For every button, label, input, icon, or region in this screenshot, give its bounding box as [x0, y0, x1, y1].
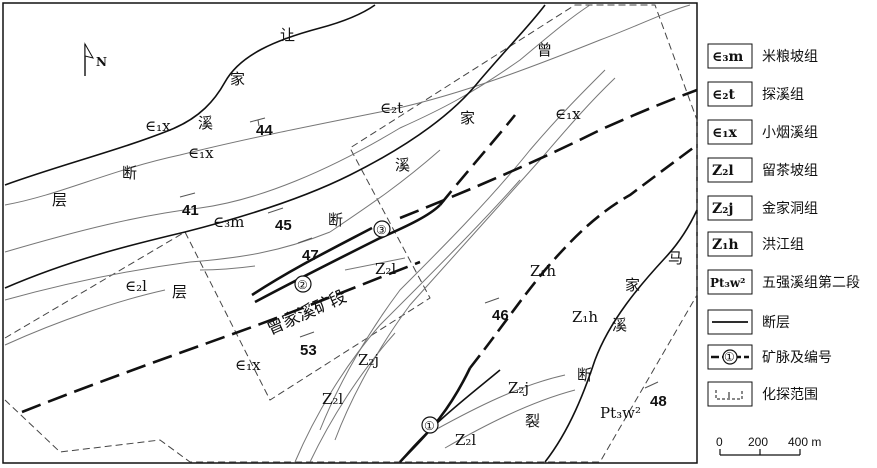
- unit-label-z2l-b: Z₂l: [322, 390, 343, 408]
- vein-2: [254, 204, 441, 304]
- legend-item: Z₂j 金家洞组: [707, 195, 818, 221]
- sample-number: 48: [650, 393, 667, 410]
- legend-item: 化探范围: [707, 381, 818, 407]
- legend-item: ∈₃m 米粮坡组: [707, 43, 818, 69]
- legend-symbol: Z₁h: [712, 237, 739, 253]
- legend-label: 矿脉及编号: [762, 350, 832, 366]
- sample-number: 45: [275, 217, 292, 234]
- legend: ∈₃m 米粮坡组 ∈₂t 探溪组 ∈₁x 小烟溪组 Z₂l 留茶坡组 Z₂j 金…: [707, 43, 860, 407]
- vein-number-2: ②: [297, 278, 308, 292]
- legend-symbol: ∈₂t: [712, 87, 735, 103]
- legend-symbol: Pt₃w²: [710, 276, 745, 290]
- unit-label-e1x-a: ∈₁x: [145, 117, 171, 135]
- scale-tick-400: 400 m: [788, 435, 821, 449]
- legend-vein-number: ①: [724, 350, 735, 364]
- legend-label: 留茶坡组: [762, 163, 818, 179]
- vein-main: [21, 260, 421, 414]
- legend-item: Pt₃w² 五强溪组第二段: [707, 269, 860, 295]
- unit-label-e2l: ∈₂l: [125, 277, 147, 295]
- sample-numbers: 44 41 45 47 53 46 48: [182, 122, 667, 410]
- fault-char-jia1: 家: [230, 70, 245, 88]
- map-frame: [2, 2, 698, 464]
- legend-symbol: ∈₁x: [712, 125, 737, 141]
- fault-char-duan1: 断: [122, 164, 137, 182]
- unit-labels: ∈₁x ∈₁x ∈₂t ∈₁x ∈₃m ∈₂l ∈₁x Z₂l Z₁h Z₁h …: [125, 99, 641, 449]
- fault-char-jia3: 家: [625, 276, 640, 294]
- legend-label: 金家洞组: [762, 200, 818, 217]
- legend-symbol: ∈₃m: [712, 49, 743, 65]
- scale-tick-0: 0: [716, 435, 723, 449]
- legend-label: 化探范围: [762, 386, 818, 403]
- legend-item: ① 矿脉及编号: [707, 344, 832, 370]
- survey-extent-outline: [4, 4, 698, 463]
- sample-number: 44: [256, 122, 273, 139]
- fault-char-xi2: 溪: [395, 156, 410, 174]
- unit-label-e1x-b: ∈₁x: [188, 144, 214, 162]
- north-arrow: N: [84, 42, 107, 76]
- legend-item: Z₂l 留茶坡组: [707, 157, 818, 183]
- fault-char-ceng2: 层: [172, 283, 187, 301]
- fault-zengjiaxi: [4, 4, 546, 289]
- legend-label: 米粮坡组: [762, 49, 818, 65]
- unit-label-z2j-a: Z₂j: [358, 351, 379, 369]
- unit-label-e3m: ∈₃m: [213, 213, 244, 231]
- fault-majiaxi: [544, 209, 698, 463]
- scale-bar: 0 200 400 m: [716, 435, 821, 456]
- legend-label: 五强溪组第二段: [762, 274, 860, 291]
- sample-number: 47: [302, 247, 319, 264]
- unit-label-z2l-c: Z₂l: [455, 431, 476, 449]
- legend-item: ∈₁x 小烟溪组: [707, 119, 818, 145]
- legend-label: 小烟溪组: [762, 125, 818, 141]
- fault-char-rang: 让: [280, 26, 295, 44]
- unit-label-z2l-a: Z₂l: [375, 260, 396, 278]
- legend-label: 洪江组: [762, 237, 804, 253]
- legend-item: ∈₂t 探溪组: [707, 81, 804, 107]
- unit-label-z1h-a: Z₁h: [530, 262, 556, 280]
- sample-number: 53: [300, 342, 317, 359]
- attitude-symbols: [179, 117, 659, 389]
- sample-number: 46: [492, 307, 509, 324]
- fault-char-ma: 马: [668, 249, 683, 267]
- vein-markers: ① ② ③: [294, 220, 439, 434]
- legend-label: 探溪组: [762, 87, 804, 103]
- vein-number-3: ③: [376, 223, 387, 237]
- legend-symbol: Z₂j: [712, 201, 733, 217]
- legend-label: 断层: [762, 315, 790, 331]
- unit-label-pt3w2: Pt₃w²: [600, 404, 641, 422]
- fault-name-chars: 让 家 溪 断 层 曾 家 溪 断 层 马 家 溪 断 裂: [52, 26, 683, 430]
- unit-label-e1x-c: ∈₁x: [555, 105, 581, 123]
- unit-label-e1x-d: ∈₁x: [235, 356, 261, 374]
- vein-3: [438, 114, 517, 206]
- fault-char-duan2: 断: [328, 211, 343, 229]
- fault-char-lie: 裂: [525, 412, 540, 430]
- unit-label-z2j-b: Z₂j: [508, 379, 529, 397]
- fault-rangjiaxi: [4, 4, 376, 186]
- geologic-contacts: [4, 4, 691, 463]
- ore-veins: [21, 88, 698, 463]
- fault-char-zeng: 曾: [537, 41, 552, 59]
- vein-long: [399, 88, 698, 220]
- fault-minor-a: [399, 369, 501, 463]
- scale-tick-200: 200: [748, 435, 768, 449]
- sample-number: 41: [182, 202, 199, 219]
- fault-char-ceng1: 层: [52, 191, 67, 209]
- fault-char-xi1: 溪: [198, 114, 213, 132]
- vein-2b: [251, 226, 373, 297]
- legend-item: Z₁h 洪江组: [707, 231, 804, 257]
- faults: [4, 4, 698, 463]
- fault-char-xi3: 溪: [612, 316, 627, 334]
- fault-char-duan3: 断: [577, 366, 592, 384]
- north-label: N: [96, 55, 107, 69]
- vein-1: [468, 143, 698, 369]
- unit-label-z1h-b: Z₁h: [572, 308, 598, 326]
- fault-char-jia2: 家: [460, 109, 475, 127]
- unit-label-e2t: ∈₂t: [380, 99, 403, 117]
- ore-section-name: 曾家溪矿段: [264, 287, 350, 340]
- legend-item: 断层: [707, 309, 790, 335]
- legend-symbol: Z₂l: [712, 163, 734, 179]
- vein-number-1: ①: [424, 419, 435, 433]
